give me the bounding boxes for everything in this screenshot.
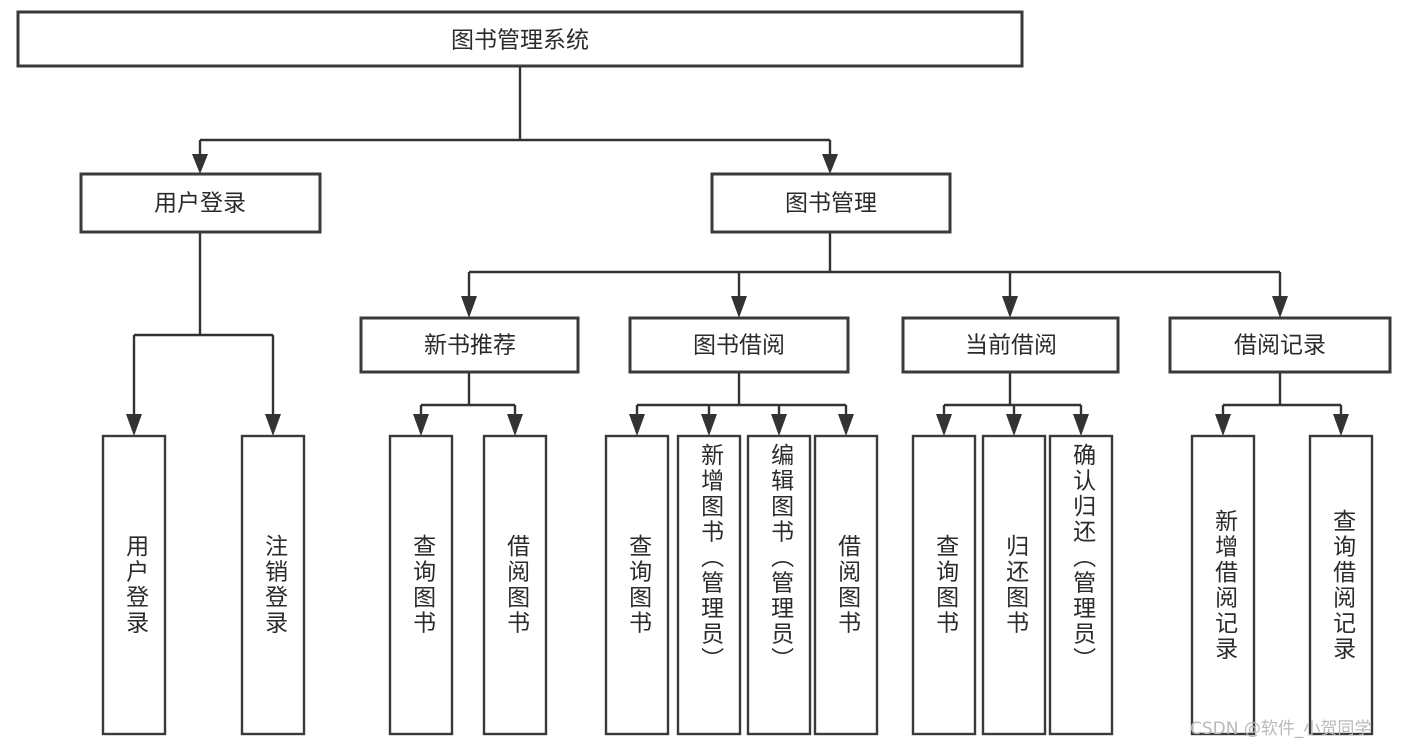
node-leaf-return-book-box[interactable] [981, 434, 1047, 736]
node-new-book-recommend-label: 新书推荐 [424, 333, 516, 359]
node-leaf-borrow-book-recommend-box[interactable] [482, 434, 548, 736]
arrowhead-new-book-recommend [461, 296, 477, 318]
arrowhead-leaf-query-borrow-record [1333, 414, 1349, 436]
node-leaf-logout-box[interactable] [240, 434, 306, 736]
node-book-manage-label: 图书管理 [785, 191, 877, 217]
arrowhead-leaf-borrow-book [838, 414, 854, 436]
node-leaf-add-borrow-record-box[interactable] [1190, 434, 1256, 736]
node-book-borrow-box[interactable] [628, 316, 850, 374]
node-leaf-query-book-current-box[interactable] [911, 434, 977, 736]
node-current-borrow-label: 当前借阅 [965, 333, 1057, 359]
node-leaf-borrow-book-box[interactable] [813, 434, 879, 736]
arrowhead-book-manage [822, 154, 838, 174]
nodes-group: 图书管理系统 用户登录 图书管理 新书推荐 图书借阅 当前借阅 借阅记录 [16, 10, 1392, 736]
node-leaf-query-book-recommend-box[interactable] [388, 434, 454, 736]
arrowhead-leaf-return-book [1006, 414, 1022, 436]
node-leaf-add-book-admin-box[interactable] [676, 434, 742, 736]
node-borrow-record-box[interactable] [1168, 316, 1392, 374]
arrowhead-leaf-user-login [126, 414, 142, 436]
node-leaf-query-borrow-record-box[interactable] [1308, 434, 1374, 736]
arrowhead-leaf-add-borrow-record [1215, 414, 1231, 436]
node-leaf-query-book-borrow-box[interactable] [604, 434, 670, 736]
arrowhead-leaf-query-book-recommend [413, 414, 429, 436]
arrowhead-borrow-record [1272, 296, 1288, 318]
edges-group [126, 66, 1349, 436]
node-book-borrow-label: 图书借阅 [693, 333, 785, 359]
node-leaf-edit-book-admin-box[interactable] [746, 434, 812, 736]
csdn-watermark: CSDN @软件_小贺同学 [1190, 719, 1372, 739]
arrowhead-leaf-edit-book-admin [771, 414, 787, 436]
node-root-label: 图书管理系统 [451, 28, 589, 54]
node-user-login-box[interactable] [79, 172, 322, 234]
node-leaf-user-login-box[interactable] [101, 434, 167, 736]
arrowhead-leaf-confirm-return-admin [1073, 414, 1089, 436]
arrowhead-leaf-borrow-book-recommend [507, 414, 523, 436]
arrowhead-current-borrow [1002, 296, 1018, 318]
arrowhead-leaf-add-book-admin [701, 414, 717, 436]
node-borrow-record-label: 借阅记录 [1234, 333, 1326, 359]
arrowhead-user-login [192, 154, 208, 174]
arrowhead-leaf-query-book-borrow [629, 414, 645, 436]
node-new-book-recommend-box[interactable] [359, 316, 580, 374]
node-user-login-label: 用户登录 [154, 191, 246, 217]
arrowhead-leaf-logout [265, 414, 281, 436]
arrowhead-book-borrow [731, 296, 747, 318]
arrowhead-leaf-query-book-current [936, 414, 952, 436]
node-book-manage-box[interactable] [710, 172, 952, 234]
node-root-box[interactable] [16, 10, 1024, 68]
node-current-borrow-box[interactable] [901, 316, 1120, 374]
node-leaf-confirm-return-admin-box[interactable] [1048, 434, 1114, 736]
